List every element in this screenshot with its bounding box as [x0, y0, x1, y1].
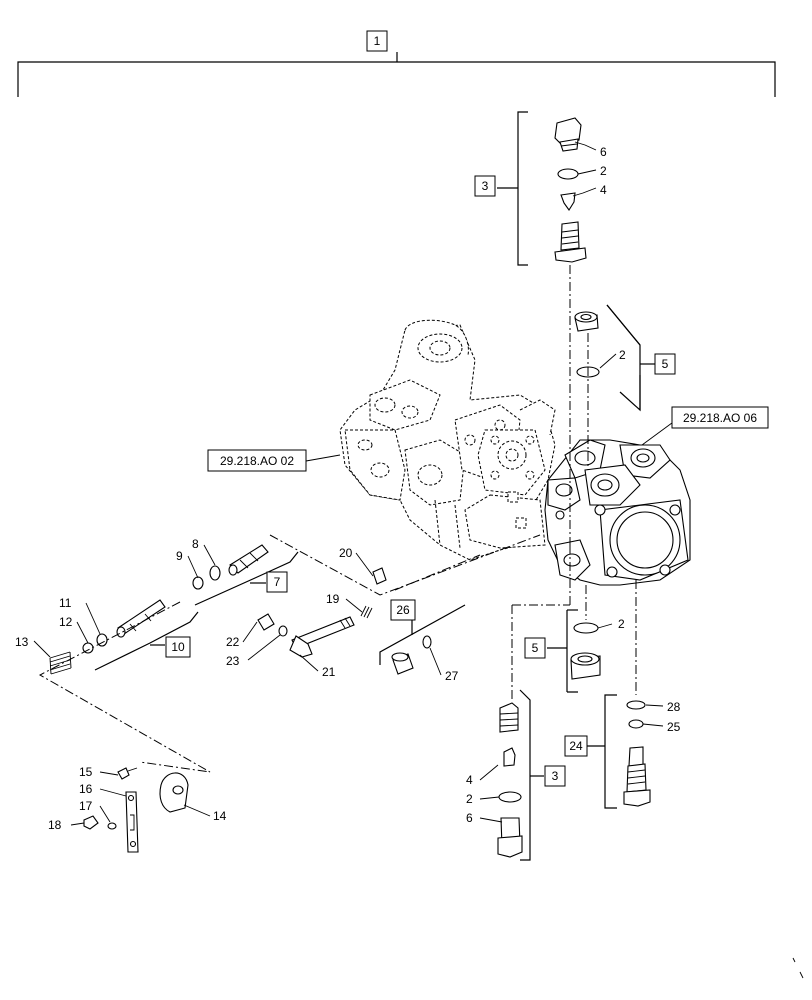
- reference-link-right[interactable]: 29.218.AO 06: [671, 406, 769, 429]
- plug-group-26: [379, 604, 466, 675]
- callout-19: 19: [326, 592, 340, 606]
- callout-box-5-upper[interactable]: 5: [654, 353, 676, 375]
- callout-13: 13: [15, 635, 29, 649]
- poppet-part-4-lower: [503, 747, 516, 767]
- callout-8: 8: [192, 537, 199, 551]
- svg-text:3: 3: [552, 769, 559, 783]
- callout-20: 20: [339, 546, 353, 560]
- washer-part-17: [107, 822, 117, 830]
- callout-22: 22: [226, 635, 240, 649]
- valve-cartridge-lower: [499, 702, 519, 733]
- corner-mark: [792, 957, 804, 979]
- fitting-group-24: [586, 580, 651, 809]
- o-ring-part-28: [626, 700, 646, 710]
- callout-box-10[interactable]: 10: [165, 636, 191, 658]
- callout-23: 23: [226, 654, 240, 668]
- callout-28: 28: [667, 700, 681, 714]
- plug-part-20: [372, 567, 387, 585]
- o-ring-part-11: [96, 633, 108, 647]
- callout-21: 21: [322, 665, 336, 679]
- callout-box-1[interactable]: 1: [366, 30, 388, 52]
- o-ring-part-8: [209, 565, 221, 581]
- callout-box-5-lower[interactable]: 5: [524, 637, 546, 659]
- center-parts: [257, 567, 387, 658]
- pump-end-housing: [544, 439, 691, 586]
- o-ring-part-2-lower: [573, 622, 599, 634]
- svg-text:26: 26: [396, 603, 410, 617]
- bracket-parts: [83, 767, 189, 853]
- o-ring-part-2-lower-valve: [498, 791, 522, 803]
- valve-cartridge-top: [554, 221, 587, 263]
- svg-text:10: 10: [171, 640, 185, 654]
- spool-part-10: [116, 599, 166, 638]
- svg-text:29.218.AO 06: 29.218.AO 06: [683, 411, 757, 425]
- o-ring-part-23: [278, 625, 288, 637]
- callout-25: 25: [667, 720, 681, 734]
- nut-part-18: [83, 815, 99, 830]
- callout-17: 17: [79, 799, 93, 813]
- callout-box-7[interactable]: 7: [266, 571, 288, 593]
- plug-part-5-upper: [574, 311, 599, 332]
- svg-text:1: 1: [374, 34, 381, 48]
- plug-part-6-top: [554, 117, 582, 152]
- svg-text:24: 24: [569, 739, 583, 753]
- cap-part-22: [257, 613, 275, 631]
- callout-4-lower: 4: [466, 773, 473, 787]
- assembly-axis-lines: [38, 534, 541, 773]
- callout-15: 15: [79, 765, 93, 779]
- o-ring-part-2-top: [557, 168, 579, 180]
- spring-part-19: [360, 605, 373, 619]
- washer-part-25: [628, 719, 644, 729]
- washer-part-9: [192, 576, 204, 590]
- callout-labels: 6 2 4 2 2 28 25 4 2 6 8 9 11 12 13 22 23…: [15, 145, 681, 832]
- svg-text:29.218.AO 02: 29.218.AO 02: [220, 454, 294, 468]
- plug-part-5-lower: [570, 652, 601, 680]
- spring-part-13: [49, 651, 72, 675]
- callout-box-3-lower[interactable]: 3: [544, 765, 566, 787]
- spool-part-7: [228, 544, 269, 576]
- callout-2-lower: 2: [466, 792, 473, 806]
- callout-18: 18: [48, 818, 62, 832]
- callout-box-24[interactable]: 24: [564, 735, 588, 757]
- callout-27: 27: [445, 669, 459, 683]
- callout-4-top: 4: [600, 183, 607, 197]
- callout-box-3-top[interactable]: 3: [474, 175, 496, 197]
- spool-group-7: [192, 544, 299, 606]
- clamp-part-14: [159, 772, 189, 813]
- callout-2-lower-plug: 2: [618, 617, 625, 631]
- poppet-part-4-top: [560, 192, 576, 211]
- pump-housing-ghost: [339, 319, 556, 561]
- callout-2-upper-plug: 2: [619, 348, 626, 362]
- plug-group-5-upper: [574, 304, 655, 470]
- callout-16: 16: [79, 782, 93, 796]
- callout-11: 11: [59, 596, 72, 610]
- leader-lines: [33, 141, 677, 826]
- relief-valve-group-top: [497, 111, 587, 545]
- plug-part-26: [391, 652, 414, 675]
- svg-text:5: 5: [662, 357, 669, 371]
- plug-group-5-lower: [547, 585, 601, 693]
- callout-6-top: 6: [600, 145, 607, 159]
- screw-part-15: [117, 767, 138, 780]
- callout-6-lower: 6: [466, 811, 473, 825]
- o-ring-part-27: [422, 635, 432, 649]
- fitting-body-24: [623, 746, 651, 807]
- reference-link-left[interactable]: 29.218.AO 02: [207, 449, 307, 472]
- plate-part-16: [125, 791, 139, 853]
- spool-group-10: [49, 599, 199, 675]
- callout-2-top: 2: [600, 164, 607, 178]
- plug-part-6-lower: [497, 817, 523, 858]
- svg-text:7: 7: [274, 575, 281, 589]
- assembly-bracket: [17, 52, 776, 97]
- callout-14: 14: [213, 809, 227, 823]
- relief-valve-group-lower: [497, 545, 571, 861]
- callout-box-26[interactable]: 26: [390, 599, 416, 621]
- callout-9: 9: [176, 549, 183, 563]
- svg-text:3: 3: [482, 179, 489, 193]
- svg-text:5: 5: [532, 641, 539, 655]
- bolt-part-21: [289, 616, 355, 658]
- callout-12: 12: [59, 615, 73, 629]
